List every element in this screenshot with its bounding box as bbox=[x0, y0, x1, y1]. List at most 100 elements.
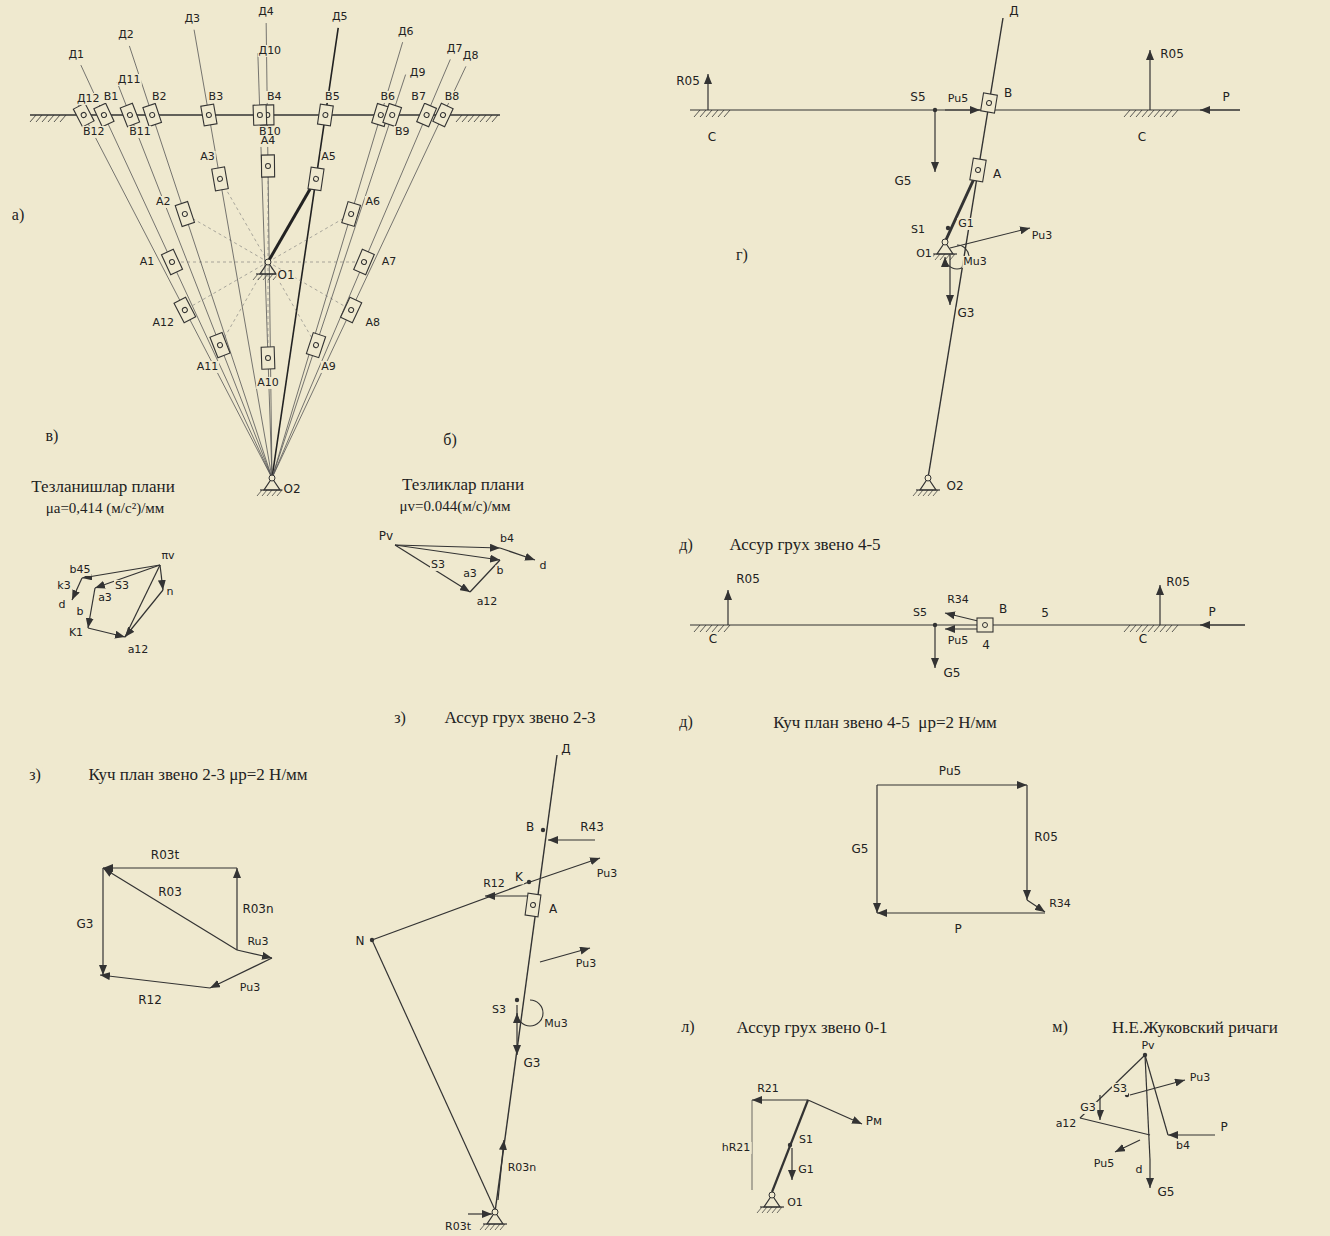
ground-hatch bbox=[1172, 110, 1178, 117]
point-label: K bbox=[514, 871, 524, 884]
force-vector bbox=[395, 545, 470, 592]
ground-hatch bbox=[262, 490, 267, 496]
point-label: A bbox=[992, 168, 1002, 181]
ground-hatch bbox=[36, 115, 42, 122]
point-label: k3 bbox=[56, 580, 71, 592]
point-label: C bbox=[708, 633, 718, 646]
panel-heading: Тезланишлар плани bbox=[30, 478, 176, 497]
point-label: Pu5 bbox=[938, 765, 962, 778]
ground-hatch bbox=[772, 1207, 777, 1213]
plan-line bbox=[372, 882, 529, 940]
point-label: P bbox=[1221, 91, 1230, 104]
point-label: Pu5 bbox=[947, 635, 969, 647]
ground-hatch bbox=[724, 625, 730, 632]
slider-block bbox=[120, 103, 139, 126]
crank-position bbox=[185, 262, 268, 310]
slider-rect bbox=[977, 618, 993, 632]
force-vector bbox=[808, 1100, 862, 1124]
force-vector bbox=[237, 950, 272, 958]
slider-rect bbox=[308, 167, 324, 191]
slider-rect bbox=[174, 297, 196, 323]
crank-position bbox=[268, 262, 351, 310]
joint bbox=[265, 259, 271, 265]
slider-block bbox=[318, 104, 334, 126]
panel-heading: Ассур грух звено 4-5 bbox=[728, 536, 881, 555]
ground-hatch bbox=[694, 625, 700, 632]
slider-rect bbox=[212, 167, 229, 191]
ground-hatch bbox=[928, 490, 933, 496]
ground-hatch bbox=[712, 110, 718, 117]
slider-rect bbox=[306, 333, 325, 358]
ground-hatch bbox=[30, 115, 36, 122]
ground-hatch bbox=[945, 254, 950, 260]
force-vector bbox=[468, 1213, 492, 1214]
point-label: A3 bbox=[199, 151, 216, 163]
slider-rect bbox=[143, 103, 162, 126]
panel-heading: д) bbox=[678, 536, 693, 554]
point-label: G3 bbox=[957, 307, 976, 320]
coupler-position bbox=[117, 82, 272, 478]
point-label: C bbox=[1138, 633, 1148, 646]
point bbox=[933, 108, 937, 112]
force-vector bbox=[934, 625, 935, 668]
joint bbox=[269, 475, 275, 481]
slider-rect bbox=[341, 297, 362, 322]
point-label: A10 bbox=[256, 377, 280, 389]
coupler-position bbox=[81, 65, 272, 478]
slider-rect bbox=[261, 347, 275, 369]
ground-hatch bbox=[257, 490, 262, 496]
ground-hatch bbox=[42, 115, 48, 122]
joint bbox=[149, 112, 155, 118]
joint bbox=[265, 163, 270, 168]
slider-rect bbox=[210, 333, 230, 358]
coupler bbox=[495, 755, 557, 1212]
joint bbox=[423, 112, 430, 119]
point-label: G5 bbox=[943, 667, 962, 680]
panel-heading: з) bbox=[393, 709, 407, 727]
joint bbox=[769, 1192, 775, 1198]
joint bbox=[942, 239, 948, 245]
joint bbox=[983, 623, 988, 628]
panel-heading: μv=0.044(м/с)/мм bbox=[398, 498, 511, 515]
panel-heading: б) bbox=[442, 431, 457, 449]
force-vector bbox=[1099, 1095, 1100, 1120]
force-vector bbox=[1027, 900, 1045, 912]
point-label: R03t bbox=[444, 1221, 472, 1233]
ground-hatch bbox=[1166, 110, 1172, 117]
slider-block bbox=[525, 893, 541, 917]
point-label: n bbox=[166, 586, 175, 598]
joint bbox=[378, 112, 384, 118]
crank-position bbox=[268, 166, 269, 262]
point-label: R34 bbox=[1048, 898, 1072, 910]
point-label: O2 bbox=[282, 483, 301, 496]
ground-hatch bbox=[718, 625, 724, 632]
point-label: Mu3 bbox=[543, 1018, 568, 1030]
force-vector bbox=[1149, 50, 1150, 110]
ground-hatch bbox=[60, 115, 66, 122]
plan-line bbox=[690, 109, 1240, 110]
ground-hatch bbox=[485, 1224, 490, 1230]
force-vector bbox=[1200, 624, 1245, 625]
point-label: A11 bbox=[196, 361, 220, 373]
crank-position bbox=[185, 214, 268, 262]
force-vector bbox=[752, 1099, 808, 1100]
plan-line bbox=[372, 940, 495, 1210]
slider-rect bbox=[261, 155, 274, 177]
panel-heading: д) bbox=[678, 713, 693, 731]
force-vector bbox=[945, 628, 978, 629]
point-label: A bbox=[548, 903, 558, 916]
ground-hatch bbox=[462, 115, 468, 122]
point-label: Д8 bbox=[462, 50, 480, 62]
plan-line bbox=[1080, 1118, 1150, 1135]
ground-hatch bbox=[777, 1207, 782, 1213]
ground-hatch bbox=[268, 274, 273, 280]
point-label: a12 bbox=[127, 644, 150, 656]
slider-block bbox=[341, 297, 362, 322]
point-label: Д3 bbox=[183, 13, 201, 25]
point-label: P bbox=[1207, 606, 1216, 619]
force-vector bbox=[1200, 109, 1240, 110]
ground-hatch bbox=[1160, 625, 1166, 632]
force-vector bbox=[1130, 1080, 1185, 1095]
point-label: b4 bbox=[499, 533, 515, 545]
point-label: Д2 bbox=[117, 29, 135, 41]
